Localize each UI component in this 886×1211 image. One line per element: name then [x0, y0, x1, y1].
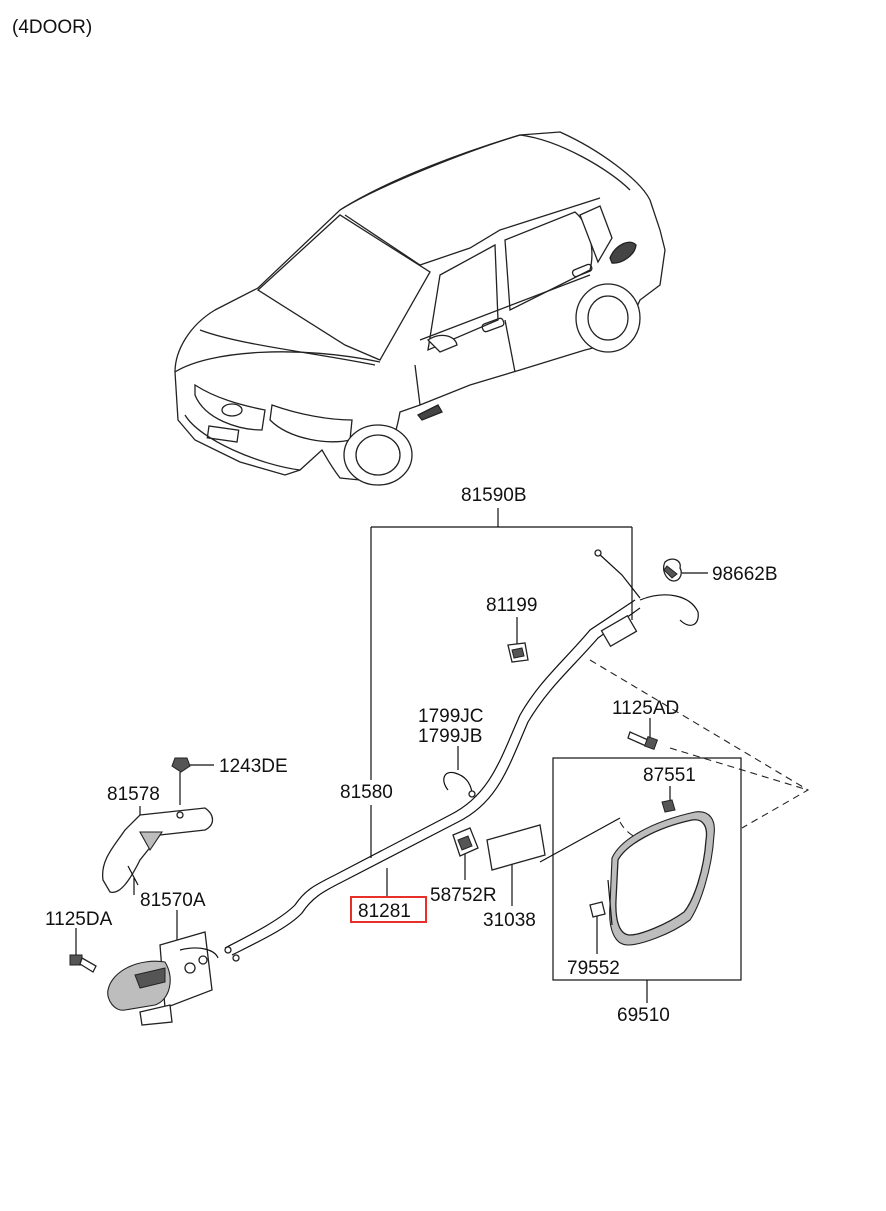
- label-1125da: 1125DA: [45, 909, 113, 930]
- label-81199: 81199: [486, 595, 537, 616]
- label-79552: 79552: [567, 958, 620, 979]
- bolt-1125ad: [627, 731, 659, 751]
- label-98662b: 98662B: [712, 564, 778, 585]
- label-87551: 87551: [643, 765, 696, 786]
- label-1125ad: 1125AD: [612, 698, 679, 719]
- fastener-87551: [661, 799, 676, 813]
- car-illustration: [174, 131, 666, 486]
- latch-81570a: [107, 931, 219, 1026]
- label-1243de: 1243DE: [219, 756, 288, 777]
- fuel-door-69510: [607, 811, 715, 946]
- label-81281: 81281: [358, 901, 411, 922]
- label-81590b: 81590B: [461, 485, 527, 506]
- label-81570a: 81570A: [140, 890, 206, 911]
- screw-1243de: [171, 757, 191, 773]
- clip-79552: [589, 901, 606, 918]
- clip-98662b: [663, 558, 682, 582]
- clip-58752r: [452, 827, 479, 857]
- plate-31038: [486, 824, 546, 871]
- bolt-1125da: [69, 954, 97, 973]
- variant-label: (4DOOR): [12, 17, 92, 38]
- release-cable: [224, 549, 699, 962]
- label-1799jb: 1799JB: [418, 726, 482, 747]
- part-labels: 81590B 98662B 81199 1125AD 1799JC 1799JB…: [45, 485, 778, 1026]
- label-1799jc: 1799JC: [418, 706, 484, 727]
- label-69510: 69510: [617, 1005, 670, 1026]
- highlight-box-81281: [350, 896, 427, 923]
- label-81580: 81580: [340, 782, 393, 803]
- label-58752r: 58752R: [430, 885, 497, 906]
- cover-81578: [102, 807, 214, 895]
- clip-81199: [507, 642, 529, 663]
- label-31038: 31038: [483, 910, 536, 931]
- clip-1799: [443, 771, 476, 798]
- label-81578: 81578: [107, 784, 160, 805]
- callout-lines: [75, 508, 810, 1003]
